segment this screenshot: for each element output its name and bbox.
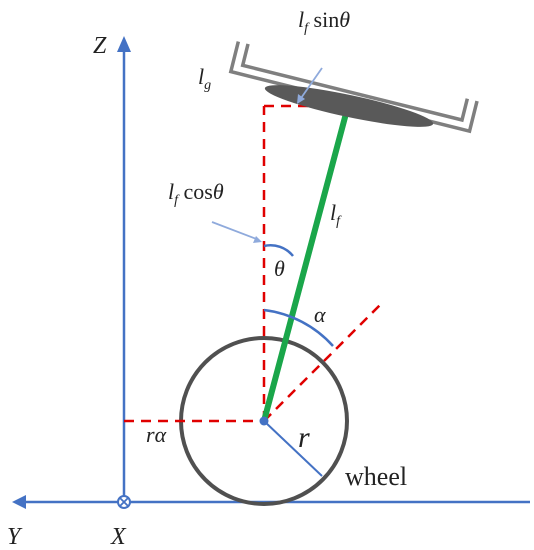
wheel-label: wheel bbox=[345, 462, 407, 491]
alpha-angle-arc bbox=[263, 308, 334, 347]
wheel-center-point bbox=[259, 416, 269, 426]
y-axis-label: Y bbox=[7, 524, 23, 550]
wheel-radius-line bbox=[263, 420, 323, 477]
lf-sin-theta-label: lf sinθ bbox=[298, 7, 350, 36]
z-axis-arrowhead bbox=[117, 36, 131, 52]
dashed-alpha-line bbox=[263, 304, 381, 422]
theta-label: θ bbox=[274, 256, 285, 281]
pendulum-rod bbox=[261, 105, 351, 422]
dashed-reference-lines bbox=[124, 104, 381, 423]
lf-label: lf bbox=[330, 200, 342, 229]
theta-angle-arc bbox=[263, 244, 294, 257]
alpha-label: α bbox=[314, 302, 326, 327]
z-axis-label: Z bbox=[93, 33, 107, 59]
callout-lf-cos-arrowhead bbox=[253, 236, 262, 243]
x-axis-origin-symbol bbox=[117, 495, 131, 509]
callout-lf-sin-theta bbox=[298, 67, 323, 102]
callout-lf-sin-arrowhead bbox=[297, 94, 305, 104]
callout-lf-cos-theta bbox=[211, 221, 260, 241]
lf-cos-theta-label: lf cosθ bbox=[168, 179, 224, 208]
x-axis-label: X bbox=[110, 524, 127, 550]
y-axis-arrowhead bbox=[12, 495, 26, 509]
lg-label: lg bbox=[198, 64, 211, 93]
pendulum-mass bbox=[264, 85, 434, 127]
r-alpha-label: rα bbox=[146, 422, 167, 447]
r-label: r bbox=[298, 421, 310, 454]
